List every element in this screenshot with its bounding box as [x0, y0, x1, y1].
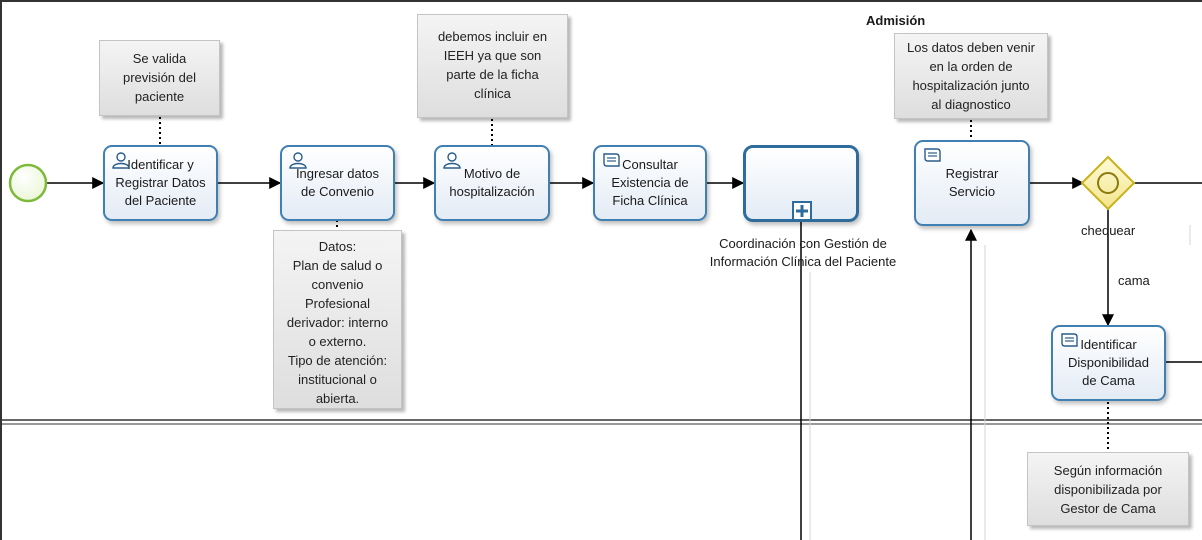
start-event[interactable] — [8, 163, 48, 203]
user-icon — [112, 152, 130, 169]
script-icon — [1061, 333, 1078, 347]
gateway-label: chequear — [1081, 223, 1136, 238]
script-icon — [603, 153, 620, 167]
annotation-gestor-cama: Según información disponibilizada por Ge… — [1027, 452, 1189, 526]
lane-title: Admisión — [866, 13, 926, 28]
subprocess-coordinacion[interactable] — [743, 145, 859, 222]
task-identificar-paciente[interactable]: Identificar y Registrar Datos del Pacien… — [103, 145, 218, 221]
script-icon — [924, 148, 941, 162]
task-motivo-hospitalizacion[interactable]: Motivo de hospitalización — [434, 145, 550, 221]
task-ingresar-convenio[interactable]: Ingresar datos de Convenio — [280, 145, 395, 221]
annotation-datos-orden: Los datos deben venir en la orden de hos… — [894, 33, 1048, 119]
plus-icon — [792, 201, 812, 221]
user-icon — [289, 152, 307, 169]
task-identificar-disponibilidad[interactable]: Identificar Disponibilidad de Cama — [1051, 325, 1166, 401]
gateway[interactable] — [1080, 155, 1136, 211]
user-icon — [443, 152, 461, 169]
annotation-ieeh: debemos incluir en IEEH ya que son parte… — [417, 14, 568, 118]
flow-label: cama — [1118, 273, 1150, 288]
subprocess-label: Coordinación con Gestión de Información … — [709, 236, 897, 269]
task-consultar-ficha[interactable]: Consultar Existencia de Ficha Clínica — [593, 145, 707, 221]
annotation-datos-convenio: Datos: Plan de salud o convenio Profesio… — [273, 230, 402, 409]
annotation-prevision: Se valida previsión del paciente — [99, 40, 220, 116]
task-registrar-servicio[interactable]: Registrar Servicio — [914, 140, 1030, 226]
